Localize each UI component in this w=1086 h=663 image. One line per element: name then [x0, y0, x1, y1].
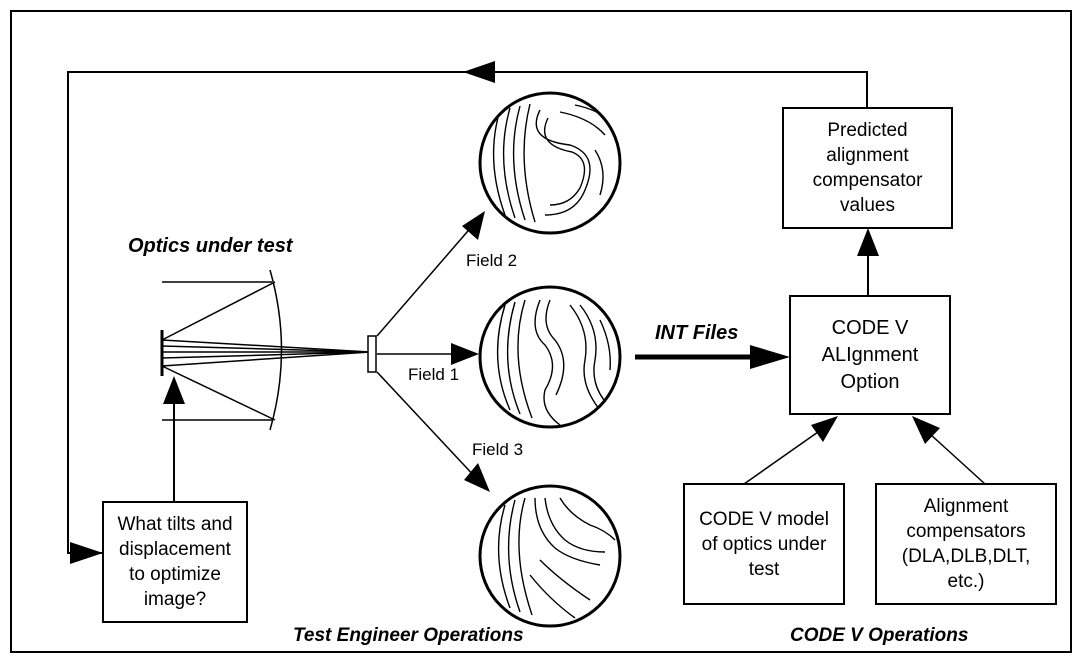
predicted-line-4: values: [840, 195, 895, 216]
text-predicted: Predicted alignment compensator values: [783, 108, 952, 228]
arrowhead-field2: [462, 211, 485, 240]
interferogram-field1: [478, 285, 622, 429]
alignment-comp-line-2: compensators: [906, 521, 1026, 542]
arrowhead-comp: [912, 416, 940, 444]
interferogram-field3: [478, 484, 622, 628]
arrowhead-feedback-top: [463, 61, 495, 83]
arrowhead-field3: [464, 463, 490, 492]
alignment-comp-line-3: (DLA,DLB,DLT,: [901, 546, 1031, 567]
field-arrows: [376, 223, 479, 481]
text-codev-alignment: CODE V ALIgnment Option: [790, 296, 950, 414]
box-alignment-comp: [875, 483, 1057, 605]
box-predicted: [782, 107, 953, 229]
arrowhead-int-files: [750, 345, 790, 369]
box-codev-alignment: [789, 295, 951, 415]
text-alignment-comp: Alignment compensators (DLA,DLB,DLT, etc…: [876, 484, 1056, 604]
label-field-1: Field 1: [408, 365, 460, 384]
predicted-line-1: Predicted: [827, 120, 908, 141]
predicted-line-3: compensator: [812, 170, 923, 191]
arrowhead-model: [811, 416, 838, 442]
alignment-comp-line-1: Alignment: [923, 496, 1009, 517]
codev-model-line-1: CODE V model: [699, 508, 829, 530]
arrowhead-field1: [451, 343, 479, 365]
codev-alignment-line-3: Option: [840, 370, 900, 393]
box-what-tilts: [102, 501, 248, 623]
text-codev-model: CODE V model of optics under test: [684, 484, 844, 604]
label-codev-ops: CODE V Operations: [790, 625, 969, 646]
arrowhead-to-optics: [163, 376, 185, 404]
codev-alignment-line-1: CODE V: [831, 316, 909, 339]
predicted-line-2: alignment: [826, 145, 909, 166]
label-field-2: Field 2: [466, 251, 518, 270]
label-int-files: INT Files: [655, 322, 739, 344]
what-tilts-line-3: to optimize: [129, 564, 221, 585]
codev-model-line-2: of optics under: [701, 533, 827, 555]
arrow-comp-line: [929, 433, 986, 485]
codev-model-line-3: test: [748, 558, 780, 580]
arrow-model-line: [743, 431, 819, 485]
label-field-3: Field 3: [472, 440, 524, 459]
what-tilts-line-4: image?: [143, 589, 207, 610]
alignment-comp-line-4: etc.): [947, 571, 985, 592]
arrowhead-feedback-box: [70, 542, 103, 564]
what-tilts-line-1: What tilts and: [117, 514, 233, 535]
optics-drawing: [160, 269, 371, 431]
interferogram-field2: [478, 91, 622, 235]
box-codev-model: [683, 483, 845, 605]
detector-plate: [367, 335, 377, 373]
label-test-engineer-ops: Test Engineer Operations: [293, 625, 524, 646]
what-tilts-line-2: displacement: [119, 539, 231, 560]
text-what-tilts: What tilts and displacement to optimize …: [103, 502, 247, 622]
arrowhead-to-predicted: [857, 228, 879, 256]
codev-alignment-line-2: ALIgnment: [821, 343, 919, 366]
label-optics-under-test: Optics under test: [128, 235, 293, 257]
outer-frame: [10, 10, 1072, 653]
